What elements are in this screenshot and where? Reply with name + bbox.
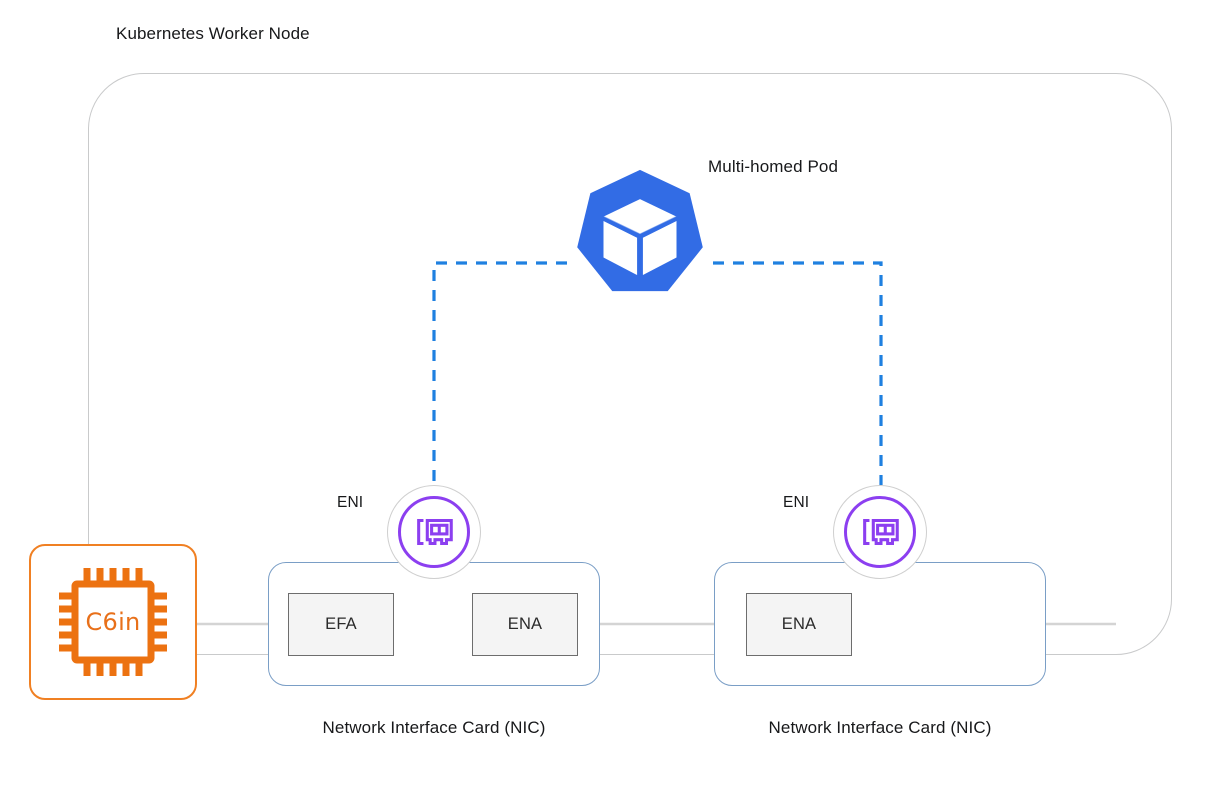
adapter-ena-left[interactable]: ENA [472, 593, 578, 656]
c6in-instance-box[interactable]: C6in [29, 544, 197, 700]
adapter-efa[interactable]: EFA [288, 593, 394, 656]
pod-label: Multi-homed Pod [708, 157, 839, 176]
nic-label-right: Network Interface Card (NIC) [768, 718, 992, 737]
network-interface-card-icon [398, 496, 470, 568]
worker-node-boundary [88, 73, 1172, 655]
eni-node-left[interactable] [387, 485, 481, 579]
adapter-ena-right[interactable]: ENA [746, 593, 852, 656]
worker-node-title: Kubernetes Worker Node [116, 24, 310, 43]
eni-label-left: ENI [337, 494, 364, 511]
eni-node-right[interactable] [833, 485, 927, 579]
eni-label-right: ENI [783, 494, 810, 511]
c6in-instance-label: C6in [85, 608, 141, 636]
kubernetes-logo-icon [567, 167, 713, 313]
network-interface-card-icon [844, 496, 916, 568]
nic-label-left: Network Interface Card (NIC) [322, 718, 546, 737]
cpu-chip-icon: C6in [54, 563, 172, 681]
